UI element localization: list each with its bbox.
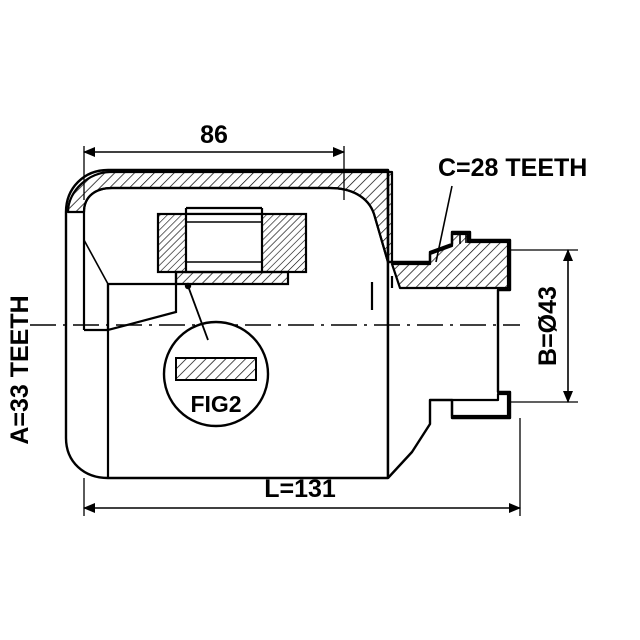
label-a-teeth: A=33 TEETH — [6, 295, 34, 444]
leader-c-teeth — [435, 185, 453, 263]
bearing-cage-hatch-right — [261, 213, 307, 273]
detail-circle-hatch — [175, 357, 257, 381]
stub-collar-hatch-upper — [390, 232, 510, 290]
dim-label-L: L=131 — [264, 475, 336, 503]
label-c-teeth: C=28 TEETH — [438, 154, 587, 182]
stub-collar-hatch-lower — [450, 392, 510, 418]
bore-wall-diag — [83, 239, 109, 285]
detail-leader-dot — [184, 282, 192, 290]
inner-spline-band — [174, 270, 290, 286]
detail-callout-label: FIG2 — [190, 391, 241, 417]
bearing-cage-hatch-left — [157, 213, 187, 273]
spline-teeth-notch — [451, 234, 467, 246]
detail-callout-leader — [187, 285, 209, 341]
housing-inner-chamber — [82, 186, 394, 277]
joint-outline-group: FIG2 86 L=131 B=Ø43 C=28 TEETH A=33 TEET… — [6, 121, 587, 516]
dim-label-86: 86 — [200, 121, 228, 149]
dim-label-B: B=Ø43 — [534, 286, 562, 366]
